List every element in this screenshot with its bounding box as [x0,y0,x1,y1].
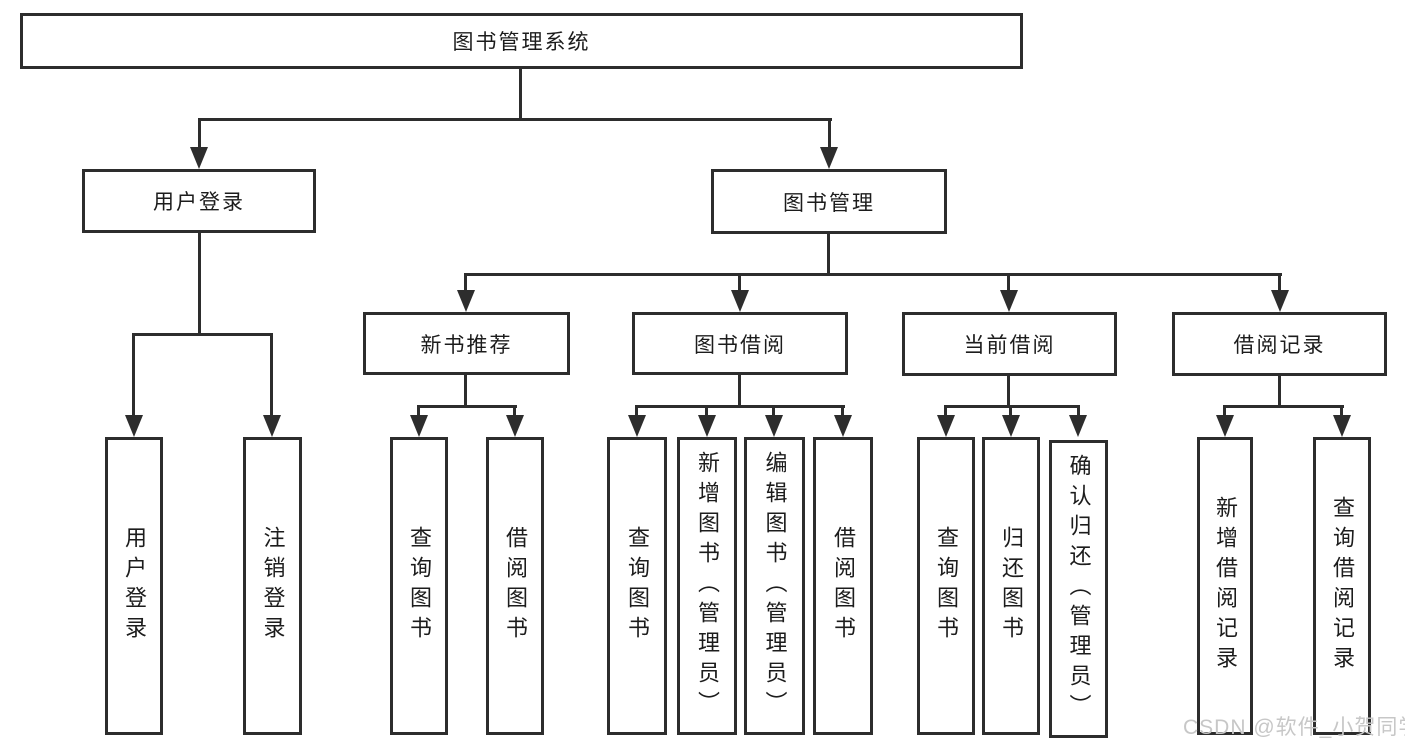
arrow-down-icon [731,290,749,312]
connector-vline [944,405,947,416]
leaf-cb-confirm-return-admin: 确认归还（管理员） [1049,440,1108,738]
arrow-down-icon [1216,415,1234,437]
connector-vline [635,405,638,416]
connector-vline [772,405,775,416]
connector-vline [828,118,831,150]
arrow-down-icon [765,415,783,437]
connector-hline [944,405,1080,408]
connector-hline [1223,405,1344,408]
arrow-down-icon [1002,415,1020,437]
arrow-down-icon [834,415,852,437]
leaf-br-add-record: 新增借阅记录 [1197,437,1253,735]
connector-vline [705,405,708,416]
connector-vline [827,234,830,273]
leaf-bb-borrow-books: 借阅图书 [813,437,873,735]
connector-vline [198,118,201,150]
connector-vline [1223,405,1226,416]
leaf-bb-edit-books-admin: 编辑图书（管理员） [744,437,805,735]
connector-vline [738,273,741,293]
leaf-nb-query-books: 查询图书 [390,437,448,735]
node-library-system: 图书管理系统 [20,13,1023,69]
connector-hline [198,118,832,121]
arrow-down-icon [125,415,143,437]
arrow-down-icon [628,415,646,437]
connector-vline [1009,405,1012,416]
arrow-down-icon [698,415,716,437]
node-book-management: 图书管理 [711,169,947,234]
leaf-user-login: 用户登录 [105,437,163,735]
arrow-down-icon [1069,415,1087,437]
connector-vline [464,273,467,293]
node-new-book-recommendation: 新书推荐 [363,312,570,375]
arrow-down-icon [1271,290,1289,312]
connector-vline [1077,405,1080,416]
node-user-login: 用户登录 [82,169,316,233]
connector-vline [1278,273,1281,293]
arrow-down-icon [1333,415,1351,437]
node-current-borrowing: 当前借阅 [902,312,1117,376]
connector-hline [417,405,517,408]
leaf-bb-add-books-admin: 新增图书（管理员） [677,437,737,735]
leaf-bb-query-books: 查询图书 [607,437,667,735]
arrow-down-icon [506,415,524,437]
arrow-down-icon [190,147,208,169]
connector-vline [270,333,273,417]
leaf-nb-borrow-books: 借阅图书 [486,437,544,735]
connector-vline [841,405,844,416]
arrow-down-icon [820,147,838,169]
leaf-logout-login: 注销登录 [243,437,302,735]
connector-vline [198,233,201,333]
connector-vline [132,333,135,417]
watermark: CSDN @软件_小贺同学 [1183,716,1405,739]
arrow-down-icon [410,415,428,437]
connector-vline [1007,376,1010,405]
leaf-cb-return-books: 归还图书 [982,437,1040,735]
connector-hline [132,333,273,336]
connector-vline [513,405,516,416]
connector-vline [417,405,420,416]
connector-hline [464,273,1282,276]
arrow-down-icon [263,415,281,437]
connector-hline [635,405,845,408]
node-borrowing-records: 借阅记录 [1172,312,1387,376]
connector-vline [519,69,522,118]
leaf-br-query-record: 查询借阅记录 [1313,437,1371,735]
connector-vline [738,375,741,405]
arrow-down-icon [457,290,475,312]
connector-vline [1340,405,1343,416]
connector-vline [1007,273,1010,293]
connector-vline [464,375,467,405]
arrow-down-icon [1000,290,1018,312]
connector-vline [1278,376,1281,405]
node-book-borrowing: 图书借阅 [632,312,848,375]
arrow-down-icon [937,415,955,437]
leaf-cb-query-books: 查询图书 [917,437,975,735]
